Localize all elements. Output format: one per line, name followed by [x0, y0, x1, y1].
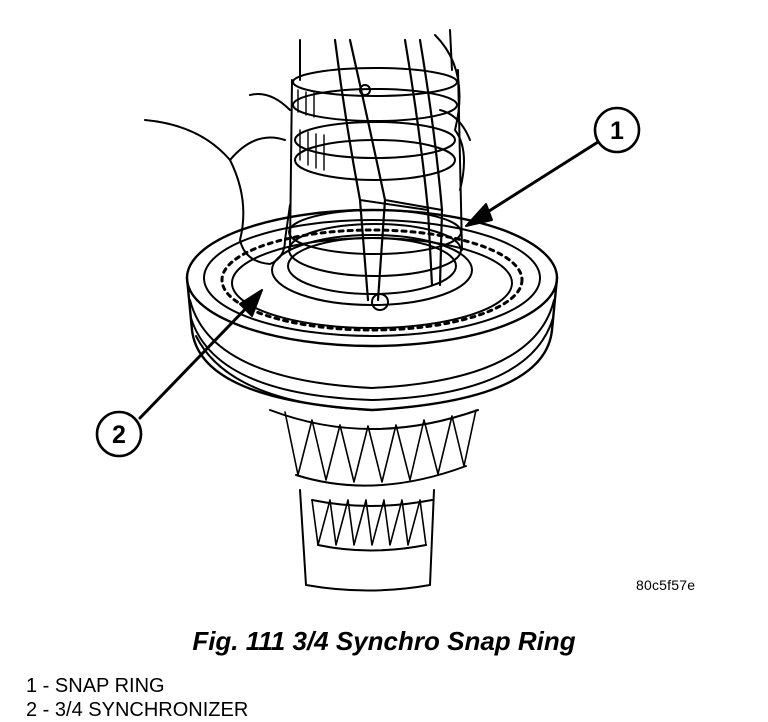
legend-separator: -: [37, 675, 55, 697]
figure-caption: Fig. 111 3/4 Synchro Snap Ring: [192, 626, 576, 656]
callout-1-arrow: [465, 140, 600, 227]
callout-1: 1: [593, 106, 641, 154]
output-shaft: [299, 489, 435, 592]
callout-2-arrow: [138, 289, 263, 420]
helical-gear: [269, 409, 479, 487]
legend-label: 3/4 SYNCHRONIZER: [54, 699, 249, 721]
legend: 1 - SNAP RING 2 - 3/4 SYNCHRONIZER: [26, 674, 248, 722]
legend-separator: -: [37, 699, 55, 721]
hands: [144, 34, 471, 265]
technical-illustration: 1 2: [95, 29, 641, 592]
callout-2: 2: [95, 410, 143, 458]
legend-item: 1 - SNAP RING: [26, 674, 248, 698]
legend-number: 1: [26, 675, 38, 697]
snap-ring-pliers: [333, 38, 444, 311]
legend-label: SNAP RING: [54, 675, 165, 697]
image-code: 80c5f57e: [636, 577, 696, 593]
callout-2-number: 2: [112, 421, 126, 449]
legend-number: 2: [26, 699, 38, 721]
callout-1-number: 1: [610, 117, 624, 145]
legend-item: 2 - 3/4 SYNCHRONIZER: [26, 698, 248, 722]
